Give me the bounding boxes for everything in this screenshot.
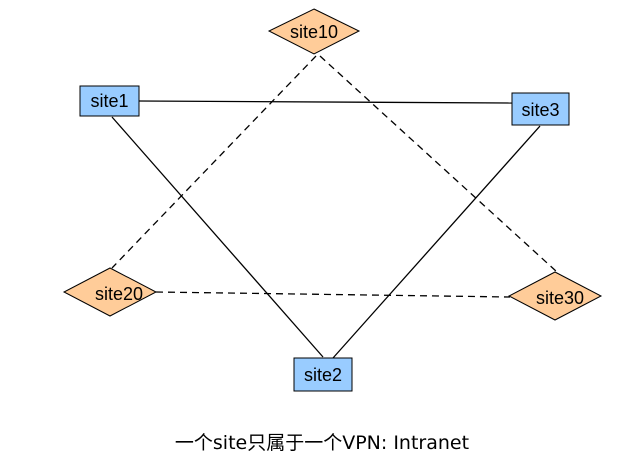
node-site20: site20 — [62, 267, 158, 317]
node-site10: site10 — [267, 8, 361, 55]
edge-site1-site3 — [138, 100, 513, 104]
edge-site10-site20 — [111, 55, 317, 269]
node-site30-label: site30 — [536, 288, 584, 308]
edge-site20-site30 — [155, 291, 511, 298]
node-site30: site30 — [507, 271, 603, 321]
node-site1: site1 — [79, 85, 140, 117]
node-site10-label: site10 — [290, 22, 338, 42]
node-site1-label: site1 — [90, 91, 128, 111]
diagram-caption: 一个site只属于一个VPN: Intranet — [174, 432, 470, 454]
node-site3-label: site3 — [521, 100, 559, 120]
edge-site10-site30 — [319, 55, 558, 273]
edge-site3-site2 — [332, 125, 541, 359]
node-site20-label: site20 — [95, 284, 143, 304]
node-site2: site2 — [293, 357, 353, 392]
edge-site1-site2 — [111, 116, 324, 358]
node-site3: site3 — [511, 92, 570, 126]
node-site2-label: site2 — [304, 365, 342, 385]
